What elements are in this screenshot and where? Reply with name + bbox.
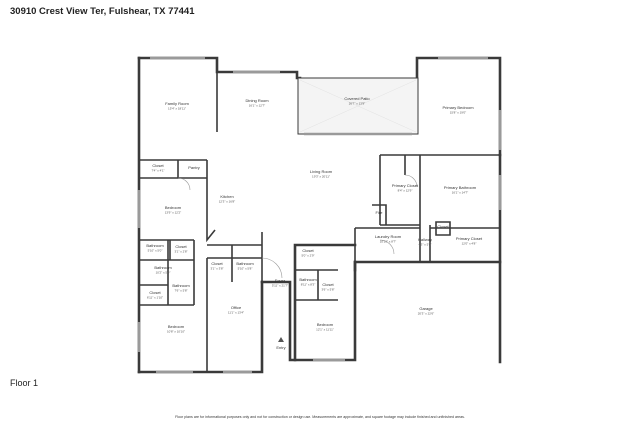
- room-dims-bedroom-1: 13'9" x 12'2": [165, 211, 181, 215]
- room-dims-kitchen: 12'3" x 16'8": [219, 200, 235, 204]
- room-name-bathroom-2: Bathroom: [154, 265, 172, 270]
- room-dims-primary-bathroom: 16'1" x 14'7": [452, 191, 468, 195]
- room-dims-bedroom-3: 12'1" x 11'11": [316, 328, 334, 332]
- floor-label: Floor 1: [10, 378, 39, 388]
- room-name-bedroom-2: Bedroom: [168, 324, 185, 329]
- room-name-fire: Fire: [376, 210, 384, 215]
- room-dims-primary-closet: 8'4" x 12'9": [398, 189, 413, 193]
- room-dims-primary-bedroom: 15'8" x 19'0": [450, 111, 466, 115]
- room-name-entry: Entry: [276, 345, 285, 350]
- patio: [297, 77, 419, 136]
- room-dims-garage: 20'3" x 22'6": [418, 312, 434, 316]
- room-dims-foyer: 5'11" x 21'7": [272, 284, 288, 288]
- room-name-closet-3: Closet: [175, 244, 187, 249]
- room-dims-bathroom-3: 5'10" x 5'8": [238, 267, 253, 271]
- room-dims-closet-4: 3'1" x 3'8": [210, 267, 223, 271]
- room-name-closet-1: Closet: [152, 163, 164, 168]
- room-name-kitchen: Kitchen: [220, 194, 233, 199]
- room-name-bedroom-1: Bedroom: [165, 205, 182, 210]
- room-dims-bathroom-5: 8'11" x 8'3": [301, 283, 316, 287]
- room-name-closet-2: Closet: [437, 224, 449, 229]
- disclaimer: Floor plans are for informational purpos…: [175, 415, 465, 419]
- room-dims-hallway: 4'3" x 5'8": [418, 243, 431, 247]
- room-name-foyer: Foyer: [275, 278, 286, 283]
- room-name-primary-closet-2: Primary Closet: [456, 236, 483, 241]
- room-name-closet-5: Closet: [302, 248, 314, 253]
- property-address: 30910 Crest View Ter, Fulshear, TX 77441: [10, 6, 195, 17]
- room-name-primary-bedroom: Primary Bedroom: [442, 105, 474, 110]
- room-name-laundry-room: Laundry Room: [375, 234, 402, 239]
- room-name-living-room: Living Room: [310, 169, 333, 174]
- room-name-primary-bathroom: Primary Bathroom: [444, 185, 477, 190]
- entry-marker: [278, 337, 284, 342]
- room-dims-bedroom-2: 10'8" x 10'10": [167, 330, 185, 334]
- room-dims-dining-room: 16'1" x 12'7": [249, 104, 265, 108]
- room-name-closet-6: Closet: [149, 290, 161, 295]
- room-dims-covered-patio: 26'7" x 13'9": [349, 102, 365, 106]
- interior-walls: [139, 72, 500, 372]
- room-name-bathroom-3: Bathroom: [236, 261, 254, 266]
- room-name-hallway: Hallway: [418, 237, 432, 242]
- windows: [137, 56, 502, 374]
- room-name-office: Office: [231, 305, 242, 310]
- room-name-garage: Garage: [419, 306, 433, 311]
- room-name-covered-patio: Covered Patio: [344, 96, 370, 101]
- room-dims-bathroom-1: 5'10" x 5'0": [148, 249, 163, 253]
- doors: [177, 174, 418, 279]
- room-name-dining-room: Dining Room: [245, 98, 269, 103]
- room-name-pantry: Pantry: [188, 165, 200, 170]
- room-dims-bathroom-2: 10'2" x 5'0": [156, 271, 171, 275]
- room-name-closet-4: Closet: [211, 261, 223, 266]
- room-dims-closet-7: 3'6" x 5'8": [321, 288, 334, 292]
- room-dims-living-room: 19'3" x 20'11": [312, 175, 330, 179]
- room-dims-closet-1: 7'4" x 4'1": [151, 169, 164, 173]
- room-name-bedroom-3: Bedroom: [317, 322, 334, 327]
- room-dims-closet-5: 5'0" x 2'9": [301, 254, 314, 258]
- room-name-bathroom-5: Bathroom: [299, 277, 317, 282]
- room-name-family-room: Family Room: [165, 101, 189, 106]
- room-dims-office: 11'1" x 13'4": [228, 311, 244, 315]
- room-dims-family-room: 15'4" x 18'11": [168, 107, 186, 111]
- room-name-bathroom-1: Bathroom: [146, 243, 164, 248]
- room-dims-closet-3: 3'1" x 2'8": [174, 250, 187, 254]
- room-dims-closet-6: 6'11" x 1'10": [147, 296, 163, 300]
- room-name-closet-7: Closet: [322, 282, 334, 287]
- room-name-bathroom-4: Bathroom: [172, 283, 190, 288]
- room-name-primary-closet: Primary Closet: [392, 183, 419, 188]
- room-dims-bathroom-4: 7'6" x 5'8": [174, 289, 187, 293]
- room-dims-primary-closet-2: 12'0" x 4'8": [462, 242, 477, 246]
- room-dims-laundry-room: 10'10" x 8'7": [380, 240, 396, 244]
